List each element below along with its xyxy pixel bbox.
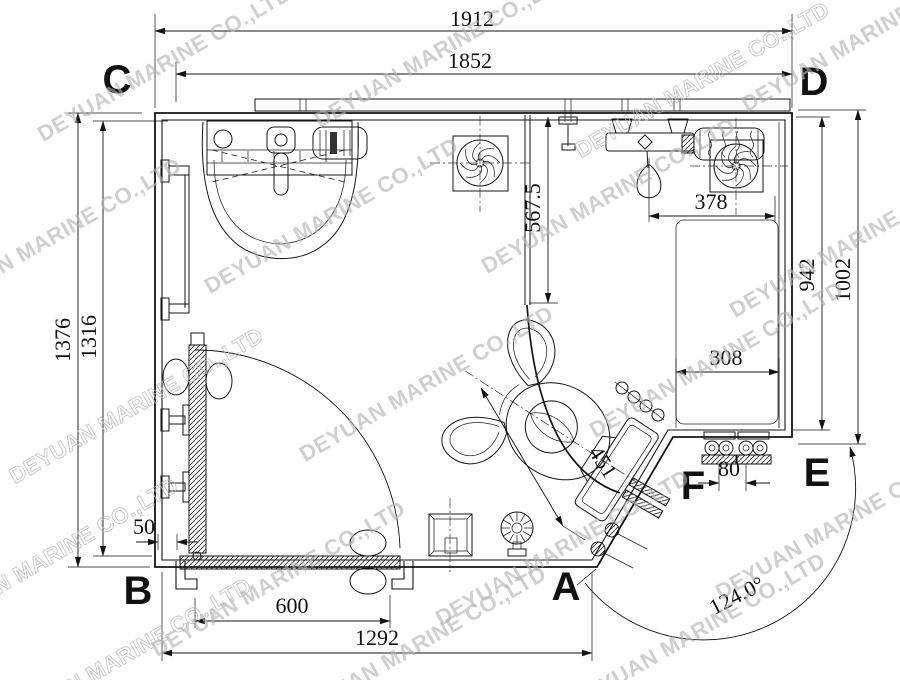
shower-head <box>636 164 662 199</box>
dimension-right-inner: 942 <box>793 116 830 431</box>
door-frame-channel <box>391 561 414 590</box>
dim-label-door-width: 600 <box>276 593 309 618</box>
corner-label-a: A <box>552 565 581 609</box>
corner-label-b: B <box>124 569 153 613</box>
door-handle <box>205 362 233 400</box>
watermark-text: DEYUAN MARINE CO.,LTD <box>0 152 186 318</box>
toothbrush <box>330 132 337 154</box>
watermark-text: DEYUAN MARINE CO.,LTD <box>200 132 463 298</box>
dimension-partition: 567.5 <box>520 116 558 304</box>
dimension-top-inner: 1852 <box>175 48 793 102</box>
dimension-left-outer: 1376 <box>50 112 150 568</box>
soap-bottle <box>213 129 233 149</box>
heater-coil <box>681 127 765 161</box>
watermark-text: DEYUAN MARINE CO.,LTD <box>585 276 848 442</box>
door-handle <box>349 567 387 595</box>
towel-bar <box>160 159 190 321</box>
dim-label-partition: 567.5 <box>520 183 545 233</box>
bolt-fitting <box>590 522 648 569</box>
door-handle <box>349 529 387 557</box>
cup-holder <box>312 126 368 160</box>
dim-label-left-outer: 1376 <box>50 318 75 362</box>
corner-label-c: C <box>103 58 132 102</box>
watermark-text: DEYUAN MARINE CO.,LTD <box>567 547 830 680</box>
corner-label-d: D <box>800 60 829 104</box>
watermark-text: DEYUAN MARINE CO.,LTD <box>288 560 551 680</box>
top-panel <box>254 98 791 122</box>
dimension-bottom-width: 1292 <box>161 572 593 661</box>
dim-label-pipe-spacing: 80 <box>718 456 740 481</box>
exhaust-fan <box>690 118 788 215</box>
dimension-left-inner: 1316 <box>76 120 168 557</box>
dim-label-left-inner: 1316 <box>76 315 101 359</box>
door-leaf-closed <box>179 555 401 570</box>
dimension-door-width: 600 <box>194 593 391 628</box>
dim-label-top-inner: 1852 <box>448 48 492 73</box>
faucet <box>266 126 296 196</box>
corner-label-f: F <box>681 464 705 508</box>
dimension-recess: 308 <box>675 345 780 428</box>
dim-label-right-inner: 942 <box>794 259 819 292</box>
door-handle <box>162 358 190 396</box>
spring-coil <box>614 381 665 422</box>
wall-flange <box>621 477 671 519</box>
entry-door <box>162 332 414 595</box>
exhaust-fan <box>430 116 532 212</box>
watermark-text: DEYUAN MARINE CO.,LTD <box>295 300 558 466</box>
towel-hook <box>160 404 190 436</box>
dimension-shower-zone: 378 <box>648 158 776 222</box>
dimension-right-outer: 1002 <box>798 109 866 445</box>
dim-label-right-outer: 1002 <box>830 258 855 302</box>
watermark-text: DEYUAN MARINE CO.,LTD <box>33 0 296 147</box>
floor-drain-square <box>428 498 473 572</box>
dimension-top-outer: 1912 <box>154 6 793 108</box>
shower-tray <box>675 219 779 425</box>
corner-label-e: E <box>804 451 831 495</box>
pipe-clamps <box>701 431 772 465</box>
door-swing-arc <box>194 349 401 549</box>
dim-label-shower-zone: 378 <box>695 189 728 214</box>
dimension-frame-offset: 50 <box>133 514 198 550</box>
door-frame-channel <box>175 561 198 590</box>
dim-label-top-outer: 1912 <box>450 6 494 31</box>
floor-drain-round <box>500 511 534 557</box>
washbasin <box>201 120 368 260</box>
cabin-walls <box>154 98 793 568</box>
dim-label-recess: 308 <box>710 345 743 370</box>
dimension-pipe-spacing: 80 <box>698 456 770 491</box>
dim-label-bottom-width: 1292 <box>355 625 399 650</box>
watermark-text: DEYUAN MARINE CO.,LTD <box>5 322 268 488</box>
dim-label-frame-offset: 50 <box>133 514 155 539</box>
